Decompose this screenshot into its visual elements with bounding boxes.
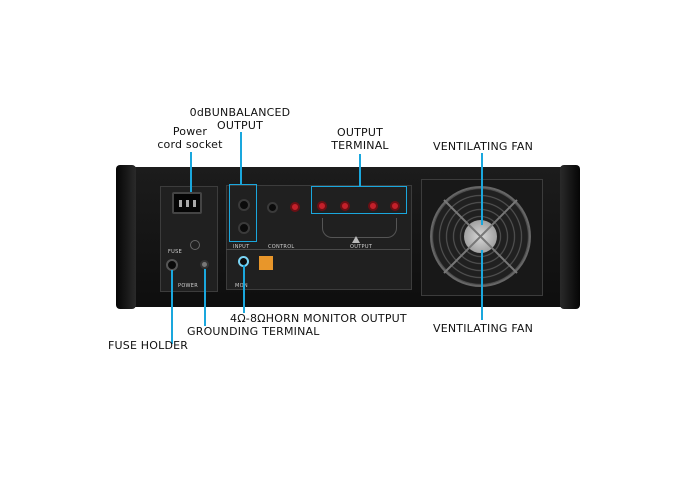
control-panel-label: CONTROL bbox=[268, 244, 295, 250]
fuse-holder-label: FUSE HOLDER bbox=[108, 339, 189, 352]
output-post-3[interactable] bbox=[368, 201, 378, 211]
grounding-terminal-label: GROUNDING TERMINAL bbox=[187, 325, 320, 338]
io-divider bbox=[226, 249, 410, 250]
output-wiring bbox=[322, 218, 397, 238]
output-terminal-label: OUTPUT TERMINAL bbox=[331, 126, 389, 152]
power-cord-leader bbox=[190, 152, 192, 192]
grounding-terminal-leader bbox=[204, 269, 206, 326]
right-rack-handle bbox=[560, 165, 580, 309]
output-terminal-leader bbox=[359, 154, 361, 186]
power-cord-socket-label: Power cord socket bbox=[157, 125, 223, 151]
monitor-output-label: 4Ω-8ΩHORN MONITOR OUTPUT bbox=[230, 312, 407, 325]
output-post-4[interactable] bbox=[390, 201, 400, 211]
monitor-output-leader bbox=[243, 265, 245, 313]
spec-sticker bbox=[259, 256, 273, 270]
left-rack-handle bbox=[116, 165, 136, 309]
control-terminal-red[interactable] bbox=[290, 202, 300, 212]
unbalanced-output-leader bbox=[240, 132, 242, 184]
input-jack-bottom[interactable] bbox=[238, 222, 250, 234]
input-jack-top[interactable] bbox=[238, 199, 250, 211]
fan-guard-cross bbox=[443, 199, 518, 274]
control-jack[interactable] bbox=[267, 202, 278, 213]
grounding-terminal-post[interactable] bbox=[200, 260, 209, 269]
mon-panel-label: MON bbox=[235, 283, 248, 289]
warning-triangle-icon bbox=[352, 236, 360, 243]
output-panel-label: OUTPUT bbox=[350, 244, 373, 250]
ventilating-fan-top-label: VENTILATING FAN bbox=[433, 140, 534, 153]
unbalanced-output-label: 0dBUNBALANCED OUTPUT bbox=[189, 106, 291, 132]
power-panel-label: POWER bbox=[178, 283, 199, 289]
fuse-holder-leader bbox=[171, 270, 173, 344]
ground-symbol-icon bbox=[190, 240, 200, 250]
fan-bottom-leader bbox=[481, 250, 483, 320]
ventilating-fan-bottom-label: VENTILATING FAN bbox=[433, 322, 534, 335]
fan-top-leader bbox=[481, 153, 483, 225]
output-post-2[interactable] bbox=[340, 201, 350, 211]
unbalanced-output-highlight bbox=[229, 184, 257, 242]
input-panel-label: INPUT bbox=[233, 244, 250, 250]
fuse-panel-label: FUSE bbox=[168, 249, 183, 255]
output-post-1[interactable] bbox=[317, 201, 327, 211]
power-cord-socket[interactable] bbox=[172, 192, 202, 214]
output-terminal-highlight bbox=[311, 186, 407, 214]
